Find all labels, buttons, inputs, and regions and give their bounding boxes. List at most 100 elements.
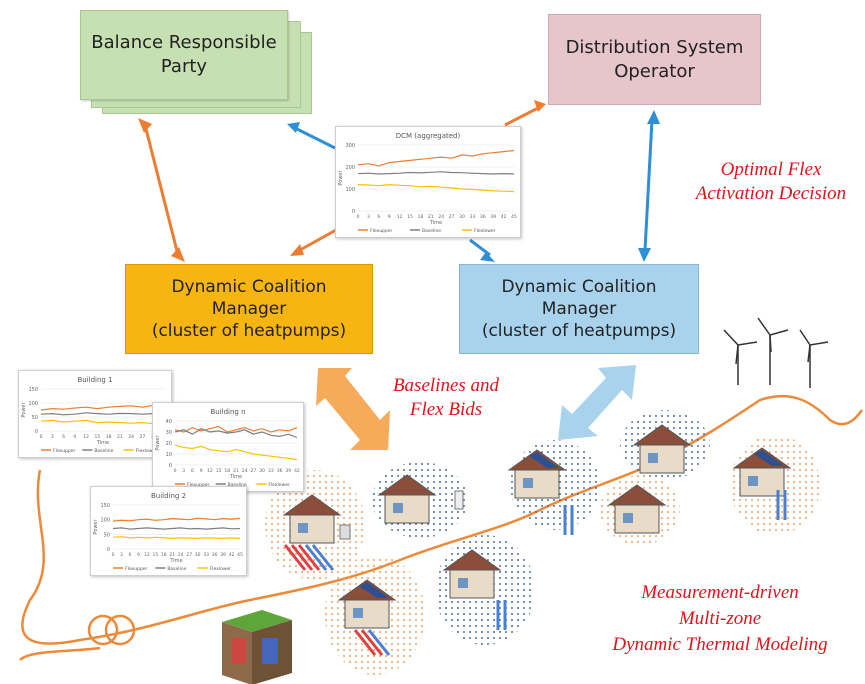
power-line-left [19,646,101,662]
house-icon [632,424,692,474]
house-icon [732,447,792,497]
x-tick-label: 36 [277,468,283,474]
chart-title: DCM (aggregated) [396,132,461,140]
y-tick-label: 100 [345,187,355,193]
x-tick-label: 30 [259,468,265,474]
arrowhead [480,252,495,262]
modeling-line1: Measurement-driven [641,582,799,603]
y-tick-label: 20 [166,441,172,447]
arrowhead [647,110,660,124]
legend-label: Flexlower [210,566,232,572]
series-line-flexupper [112,517,241,522]
x-tick-label: 39 [490,214,496,220]
x-tick-label: 9 [388,214,391,220]
y-axis-label: Power [155,435,161,451]
y-axis-label: Power [21,402,27,418]
x-tick-label: 24 [242,468,248,474]
heating-pipes-icon [283,490,787,656]
dcm-right-line1: Dynamic Coalition [501,277,657,297]
x-tick-label: 42 [294,468,300,474]
x-tick-label: 3 [182,468,185,474]
y-tick-label: 30 [166,430,172,436]
dcm-right-line3: (cluster of heatpumps) [481,321,677,341]
y-tick-label: 0 [169,463,172,469]
house-icon [337,579,397,629]
x-axis-label: Time [96,440,109,446]
x-tick-label: 33 [203,552,209,558]
legend-label: Flexlower [268,482,290,488]
y-tick-label: 150 [28,387,38,393]
x-axis-label: Time [169,558,182,564]
series-line-flexlower [40,419,166,425]
x-tick-label: 15 [94,434,100,440]
house-icon [507,449,567,499]
y-tick-label: 0 [107,547,110,553]
series-line-baseline [112,527,241,530]
x-tick-label: 39 [220,552,226,558]
x-tick-label: 36 [480,214,486,220]
x-tick-label: 36 [212,552,218,558]
y-tick-label: 100 [100,518,110,524]
y-tick-label: 40 [166,419,172,425]
x-axis-label: Time [229,474,242,480]
x-tick-label: 45 [237,552,243,558]
x-tick-label: 9 [200,468,203,474]
y-tick-label: 50 [32,415,38,421]
x-tick-label: 30 [195,552,201,558]
arrow-chart-dso [504,106,539,127]
optimal-line2: Activation Decision [695,183,847,204]
ground-source-icon [222,610,292,684]
x-tick-label: 12 [144,552,150,558]
x-tick-label: 3 [120,552,123,558]
baselines-line2: Flex Bids [409,399,483,420]
x-tick-label: 27 [186,552,192,558]
x-tick-label: 33 [470,214,476,220]
arrowhead [534,100,546,112]
x-tick-label: 0 [112,552,115,558]
arrow-brp-dcm1 [143,124,180,256]
x-tick-label: 15 [152,552,158,558]
x-tick-label: 27 [140,434,146,440]
arrowhead [638,248,651,262]
arrow-dso-dcm2 [643,119,654,251]
x-tick-label: 30 [459,214,465,220]
x-tick-label: 9 [137,552,140,558]
legend-label: Flexupper [187,482,210,488]
legend-label: Baseline [94,448,113,454]
x-tick-label: 42 [501,214,507,220]
x-tick-label: 24 [128,434,134,440]
chart-title: Building 1 [77,376,112,384]
arrow-dcm2-chart [469,238,491,257]
modeling-line2: Multi-zone [678,608,762,629]
house-icon [282,494,351,544]
series-line-flexupper [40,403,166,411]
x-tick-label: 45 [511,214,517,220]
legend-label: Baseline [228,482,247,488]
series-line-flexlower [357,183,515,193]
house-icon [607,484,667,534]
legend-label: Flexupper [125,566,148,572]
x-tick-label: 15 [407,214,413,220]
dcm-left-line2: Manager [211,299,287,319]
series-line-flexlower [112,536,241,540]
series-line-baseline [40,412,166,416]
series-line-flexupper [174,425,298,433]
dso-label-line1: Distribution System [565,36,744,58]
x-tick-label: 3 [367,214,370,220]
baselines-line1: Baselines and [392,375,500,396]
modeling-line3: Dynamic Thermal Modeling [612,634,828,655]
x-tick-label: 3 [51,434,54,440]
y-tick-label: 50 [104,532,110,538]
y-axis-label: Power [338,170,344,186]
